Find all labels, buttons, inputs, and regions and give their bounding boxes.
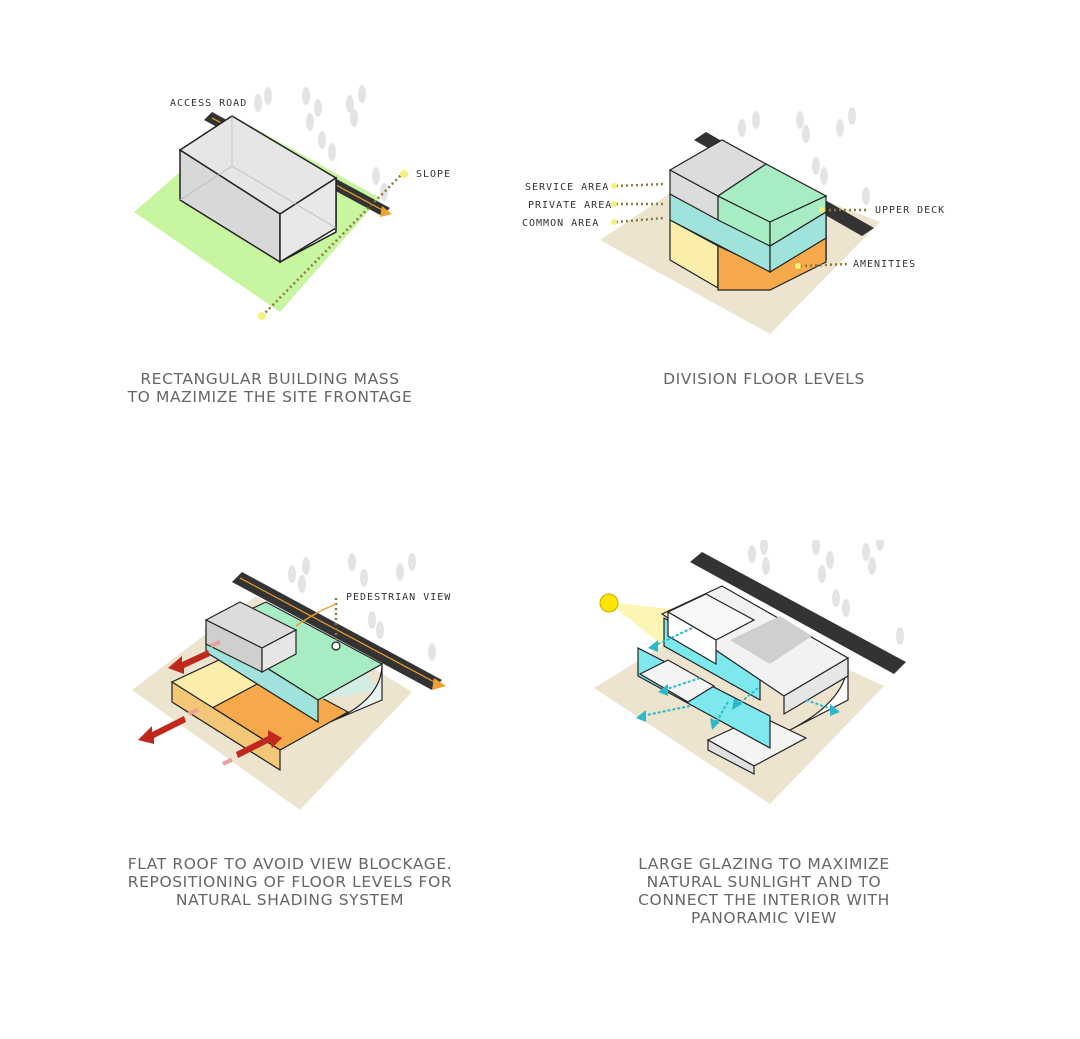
lower-slab-front [707,738,755,775]
slope-endpoint [258,312,266,320]
upper-deck-side [769,195,827,248]
arrow-right-icon [236,730,282,758]
diagram-flat-roof: PEDESTRIAN VIEW [132,553,451,810]
pedestrian-eye-icon [331,641,341,651]
service-area-label: SERVICE AREA [525,182,609,193]
caption-building-mass: RECTANGULAR BUILDING MASS TO MAZIMIZE TH… [127,370,413,406]
view-arrowheads [636,640,840,730]
trees [254,85,388,201]
arrow-left-lower-icon [138,716,186,744]
private-area-label: PRIVATE AREA [528,200,612,211]
caption-glazing: LARGE GLAZING TO MAXIMIZE NATURAL SUNLIG… [638,855,890,927]
arrow-left-upper-icon [168,650,210,674]
diagram-building-mass: ACCESS ROAD SLOPE [134,85,451,320]
access-road-label: ACCESS ROAD [170,98,247,109]
caption-flat-roof: FLAT ROOF TO AVOID VIEW BLOCKAGE. REPOSI… [127,855,453,909]
slope-curve [329,663,383,723]
road [690,552,906,674]
caption-floor-levels: DIVISION FLOOR LEVELS [663,370,865,388]
slope-label: SLOPE [416,169,451,180]
trees [288,553,436,661]
pedestrian-view-label: PEDESTRIAN VIEW [346,592,451,603]
view-arrow-icon [295,603,337,627]
roof-block-side [261,629,297,673]
diagram-glazing [594,540,906,804]
slope-leader [261,173,403,317]
road-arrow-icon [380,206,392,217]
main-roof-side [783,656,849,716]
roof-shadow [730,616,812,664]
label-leaders [615,182,868,268]
common-area-label: COMMON AREA [522,218,599,229]
label-dots [611,183,825,269]
sun-icon [599,593,619,613]
terrace-slab [638,659,716,703]
upper-box-front [667,610,717,666]
road-centerline [239,577,439,685]
shading-arrows [138,639,282,766]
amenities-label: AMENITIES [853,259,916,270]
slope-label-dot [400,170,408,178]
trees [738,107,870,205]
trees [748,540,904,645]
view-arrows [641,627,835,727]
diagram-floor-levels: SERVICE AREA PRIVATE AREA COMMON AREA UP… [522,107,945,334]
road-arrow-icon [432,678,446,690]
upper-deck-label: UPPER DECK [875,205,945,216]
